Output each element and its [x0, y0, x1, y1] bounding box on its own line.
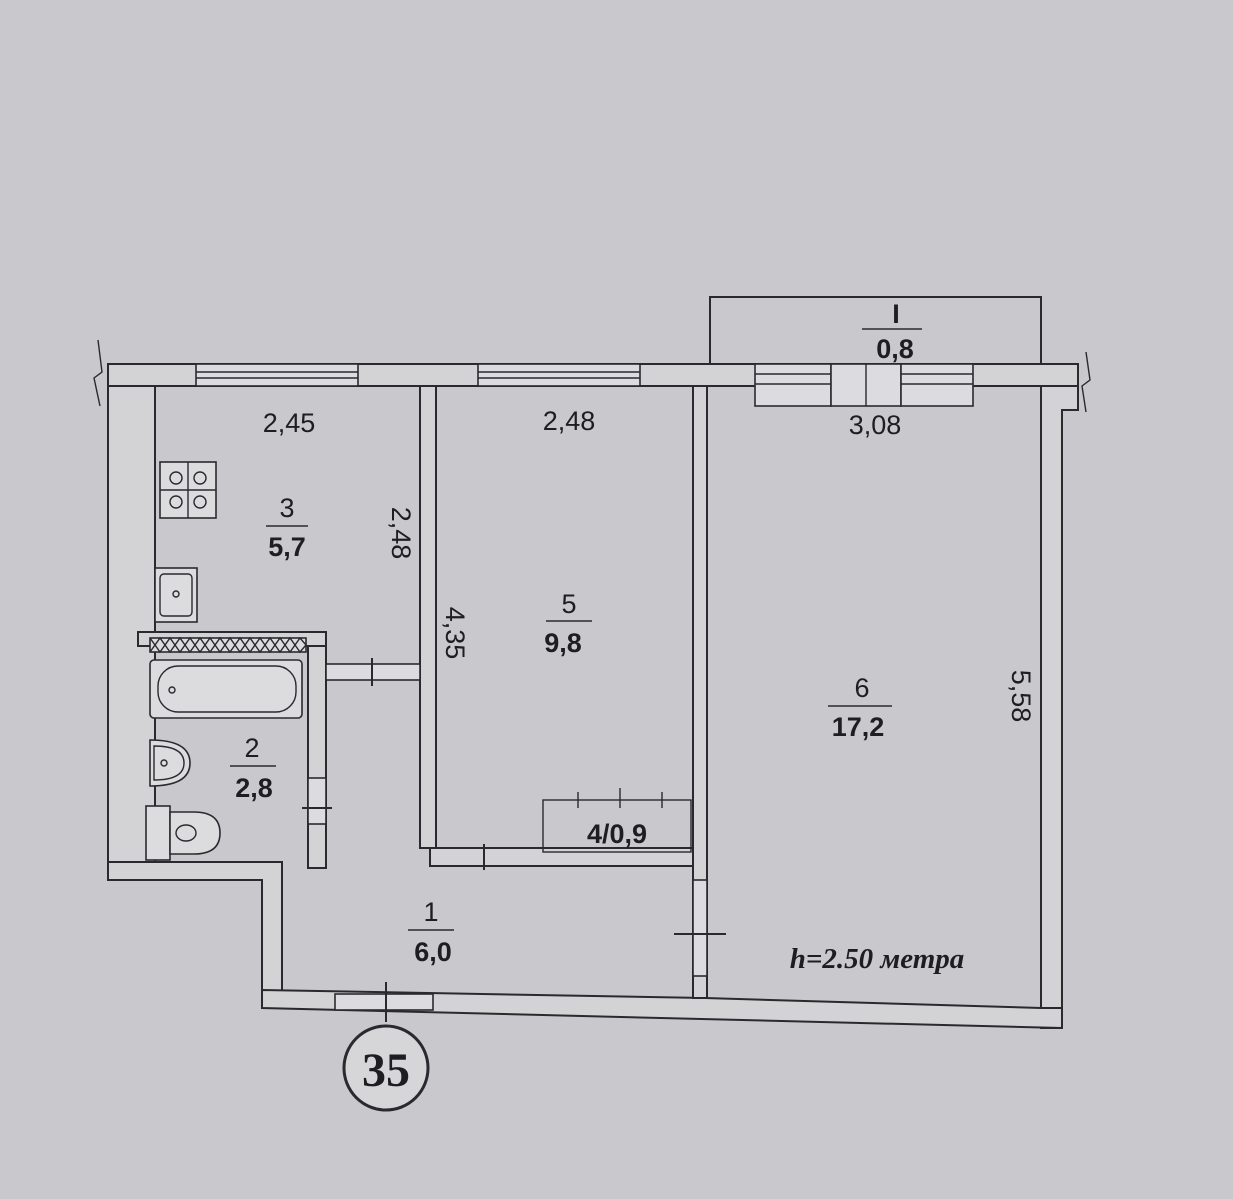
- window-room6-right: [900, 363, 974, 407]
- wall-room5-room6: [692, 385, 708, 999]
- kitchen-sink-icon: [154, 567, 198, 623]
- entrance-door: [334, 993, 434, 1011]
- room-area-5: 9,8: [544, 628, 582, 658]
- toilet-icon: [145, 805, 221, 861]
- dim-kitchen-depth: 2,48: [386, 507, 416, 560]
- lower-left-wall: [107, 861, 283, 1009]
- dim-room6-width: 3,08: [849, 410, 902, 440]
- window-room6-left: [754, 363, 832, 407]
- closet-outline: [542, 799, 692, 853]
- right-wall: [1040, 385, 1079, 1029]
- balcony-number: I: [892, 299, 900, 329]
- room-area-1: 6,0: [414, 937, 452, 967]
- stove-icon: [159, 461, 217, 519]
- room-label-4: 4/0,9: [587, 819, 647, 849]
- wall-bath-hall: [307, 645, 327, 869]
- door-bathroom: [307, 777, 327, 825]
- left-wall: [107, 385, 156, 863]
- door-room6: [692, 879, 708, 977]
- wall-room5-hall: [429, 847, 694, 867]
- washbasin-icon: [149, 739, 191, 787]
- ceiling-height: h=2.50 метра: [790, 943, 965, 975]
- room-number-2: 2: [244, 733, 259, 763]
- room-number-5: 5: [561, 589, 576, 619]
- room-area-3: 5,7: [268, 532, 306, 562]
- room-number-3: 3: [279, 493, 294, 523]
- room-number-1: 1: [423, 897, 438, 927]
- dim-kitchen-width: 2,45: [263, 408, 316, 438]
- bathtub-icon: [149, 659, 303, 719]
- dim-room5-depth: 4,35: [440, 607, 470, 660]
- dim-room6-depth: 5,58: [1006, 670, 1036, 723]
- break-mark-left: [93, 339, 103, 407]
- apartment-number: 35: [362, 1044, 410, 1097]
- window-kitchen: [195, 363, 359, 387]
- hatched-partition: [149, 636, 307, 654]
- window-room5: [477, 363, 641, 387]
- apartment-badge-circle: [342, 1024, 430, 1112]
- room-area-2: 2,8: [235, 773, 273, 803]
- room-area-6: 17,2: [832, 712, 885, 742]
- wall-kitchen-room5: [419, 385, 437, 849]
- dim-room5-width: 2,48: [543, 406, 596, 436]
- balcony-area: 0,8: [876, 334, 914, 364]
- room-number-6: 6: [854, 673, 869, 703]
- break-mark-right: [1081, 351, 1091, 413]
